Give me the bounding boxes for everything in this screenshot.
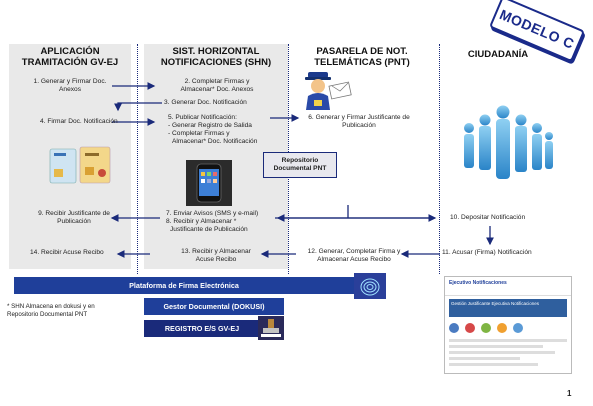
registro-es-bar: REGISTRO E/S GV-EJ — [144, 320, 260, 337]
stamp-illustration — [258, 316, 284, 340]
portal-banner: Gestión Justificante Ejecutiva Notificac… — [449, 299, 567, 317]
step-7-8: 7. Enviar Avisos (SMS y e-mail)8. Recibi… — [166, 210, 259, 233]
step-4: 4. Firmar Doc. Notificación — [40, 118, 118, 125]
portal-content — [449, 339, 567, 366]
column-header-ciudadania: CIUDADANÍA — [467, 49, 529, 60]
separator-3 — [439, 44, 440, 274]
step-14: 14. Recibir Acuse Recibo — [30, 249, 104, 256]
page-number: 1 — [567, 389, 572, 398]
plataforma-firma-bar: Plataforma de Firma Electrónica — [14, 277, 354, 294]
id-cards-illustration — [48, 145, 114, 187]
step-10: 10. Depositar Notificación — [450, 214, 526, 221]
portal-header: Ejecutivo Notificaciones — [445, 277, 571, 296]
step-5: 5. Publicar Notificación:- Generar Regis… — [168, 114, 258, 145]
separator-1 — [137, 44, 138, 274]
smartphone-illustration — [186, 160, 232, 206]
column-header-pnt: PASARELA DE NOT.TELEMÁTICAS (PNT) — [314, 46, 410, 68]
fingerprint-scanner-illustration — [354, 273, 386, 299]
web-portal-screenshot: Ejecutivo Notificaciones Gestión Justifi… — [444, 276, 572, 374]
step-3: 3. Generar Doc. Notificación — [164, 99, 247, 106]
step-1: 1. Generar y Firmar Doc.Anexos — [33, 78, 107, 93]
gestor-documental-bar: Gestor Documental (DOKUSI) — [144, 298, 284, 315]
citizens-illustration — [455, 98, 555, 190]
postman-illustration — [302, 70, 352, 112]
portal-icon-row — [449, 320, 567, 336]
step-11: 11. Acusar (Firma) Notificación — [442, 249, 532, 256]
